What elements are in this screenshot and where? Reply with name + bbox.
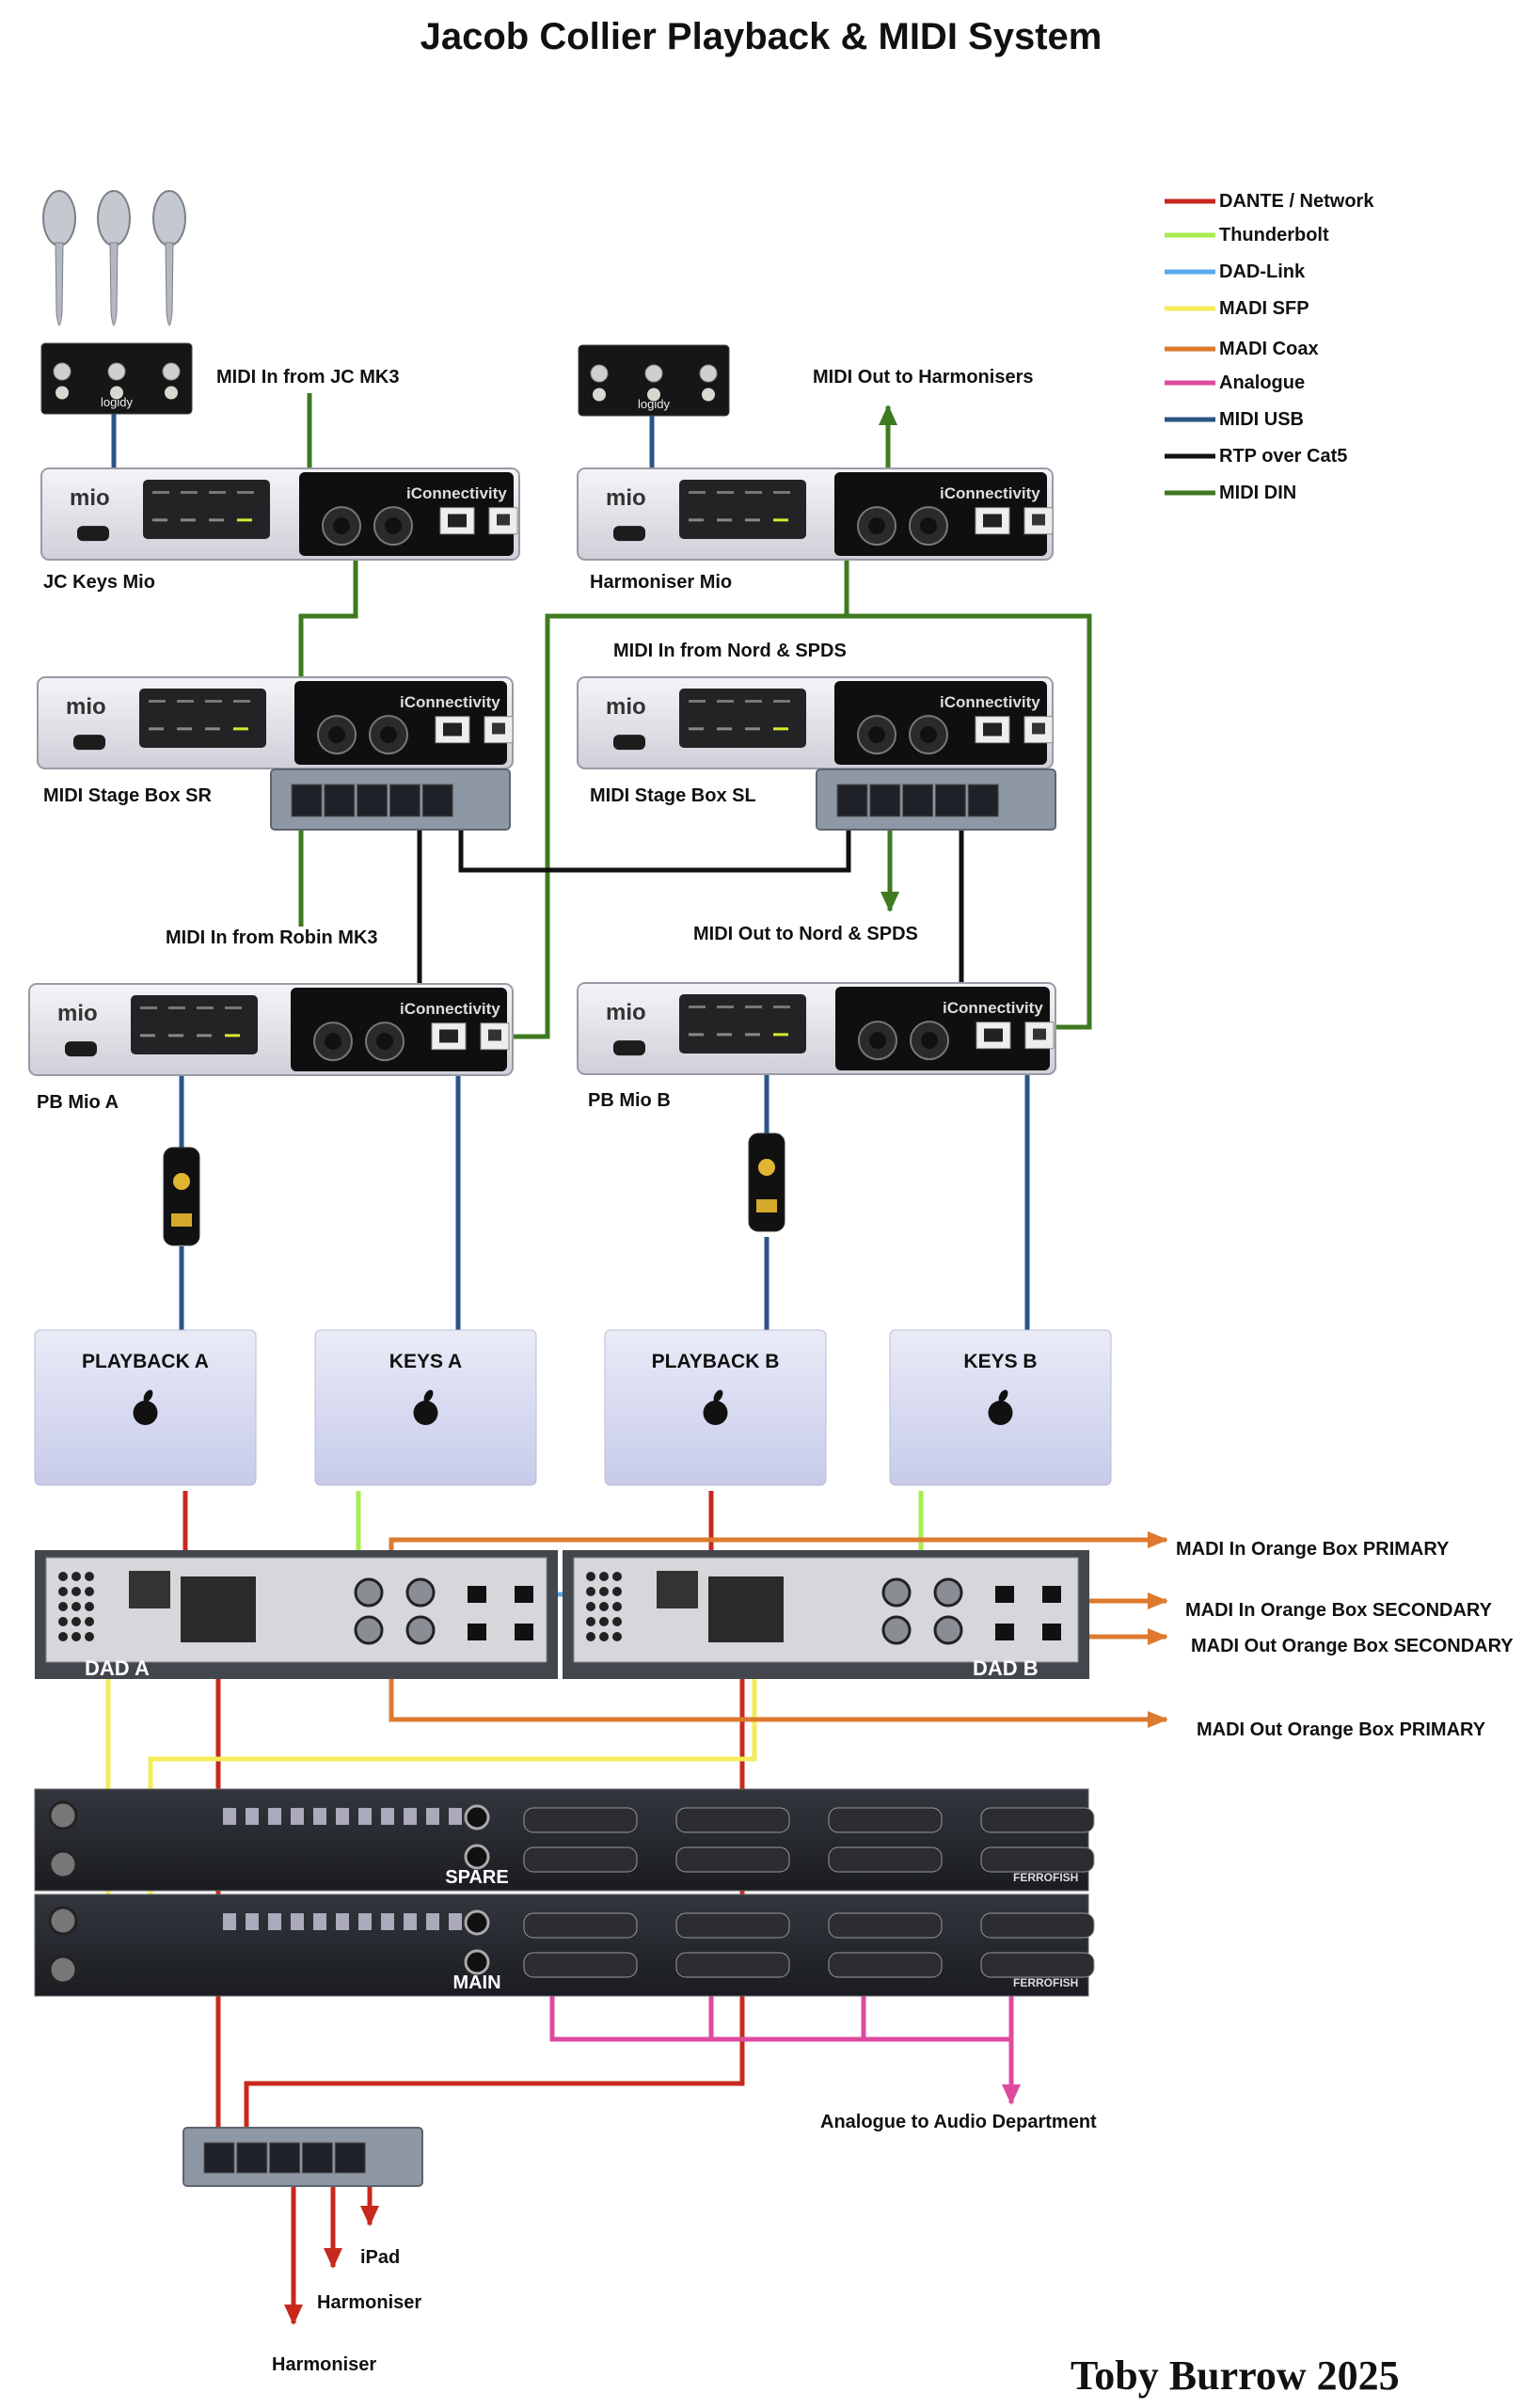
iconnectivity-logo: iConnectivity bbox=[400, 693, 500, 711]
ferrofish-unit-label: SPARE bbox=[445, 1867, 508, 1888]
legend-label: Analogue bbox=[1219, 372, 1305, 393]
spoon-3 bbox=[152, 190, 186, 326]
mio-logo: mio bbox=[606, 694, 646, 720]
mio-pb-a: mio iConnectivity bbox=[28, 983, 514, 1076]
legend-label: MIDI DIN bbox=[1219, 483, 1296, 503]
spoon-1 bbox=[42, 190, 76, 326]
rtp-cables bbox=[417, 800, 964, 992]
dad-label: DAD B bbox=[973, 1656, 1039, 1680]
label-harmoniser-1: Harmoniser bbox=[317, 2292, 421, 2313]
dad-label: DAD A bbox=[85, 1656, 150, 1680]
switch-sl bbox=[816, 768, 1056, 831]
dad-a: DAD A bbox=[35, 1550, 558, 1680]
legend-item: Thunderbolt bbox=[1165, 225, 1329, 246]
iconnectivity-logo: iConnectivity bbox=[406, 484, 507, 502]
label-midi-in-robin: MIDI In from Robin MK3 bbox=[166, 927, 378, 948]
mio-stage-box-sr: mio iConnectivity bbox=[37, 676, 514, 769]
dad-b: DAD B bbox=[563, 1550, 1089, 1680]
devices-layer: logidy logidy mio iConnectivity mio iConnecti… bbox=[28, 190, 1112, 2187]
label-pb-mio-b: PB Mio B bbox=[588, 1090, 671, 1111]
label-jc-keys-mio: JC Keys Mio bbox=[43, 572, 155, 593]
switch-sr bbox=[270, 768, 511, 831]
mio-usb-dongle-a bbox=[163, 1147, 200, 1246]
label-midi-out-nord: MIDI Out to Nord & SPDS bbox=[693, 924, 918, 944]
legend-label: Thunderbolt bbox=[1219, 225, 1329, 246]
signature: Toby Burrow 2025 bbox=[1071, 2353, 1400, 2399]
legend-label: DANTE / Network bbox=[1219, 191, 1374, 212]
legend-item: DANTE / Network bbox=[1165, 191, 1374, 212]
iconnectivity-logo: iConnectivity bbox=[400, 1000, 500, 1018]
label-stage-box-sr: MIDI Stage Box SR bbox=[43, 785, 212, 806]
label-madi-in-secondary: MADI In Orange Box SECONDARY bbox=[1185, 1600, 1493, 1621]
label-madi-out-secondary: MADI Out Orange Box SECONDARY bbox=[1191, 1636, 1514, 1656]
legend-item: MIDI DIN bbox=[1165, 483, 1296, 503]
mac-keys-b: KEYS B bbox=[889, 1329, 1112, 1486]
ferrofish-brand: FERROFISH bbox=[1013, 1871, 1078, 1884]
mac-playback-b: PLAYBACK B bbox=[604, 1329, 827, 1486]
apple-icon bbox=[133, 1401, 158, 1425]
mio-usb-dongle-b bbox=[748, 1133, 785, 1232]
mio-jc-keys: mio iConnectivity bbox=[40, 467, 520, 561]
mac-label: PLAYBACK B bbox=[652, 1351, 780, 1372]
label-madi-in-primary: MADI In Orange Box PRIMARY bbox=[1176, 1539, 1450, 1560]
iconnectivity-logo: iConnectivity bbox=[940, 484, 1040, 502]
iconnectivity-logo: iConnectivity bbox=[940, 693, 1040, 711]
legend-label: MADI Coax bbox=[1219, 339, 1319, 359]
label-pb-mio-a: PB Mio A bbox=[37, 1092, 119, 1113]
apple-icon bbox=[988, 1401, 1013, 1425]
label-midi-in-jc: MIDI In from JC MK3 bbox=[216, 367, 399, 388]
spoon-2 bbox=[97, 190, 131, 326]
legend-label: RTP over Cat5 bbox=[1219, 446, 1347, 467]
mio-harmoniser: mio iConnectivity bbox=[577, 467, 1054, 561]
apple-icon bbox=[703, 1401, 728, 1425]
logidy-pedal-jc: logidy bbox=[40, 342, 193, 415]
midi-usb-cables bbox=[111, 414, 1030, 1334]
mac-label: KEYS A bbox=[389, 1351, 462, 1372]
mio-logo: mio bbox=[606, 485, 646, 511]
analogue-cables bbox=[549, 1994, 1021, 2105]
ferrofish-main: MAIN FERROFISH bbox=[34, 1893, 1095, 1997]
mac-keys-a: KEYS A bbox=[314, 1329, 537, 1486]
logidy-pedal-harm: logidy bbox=[578, 344, 730, 417]
page-title: Jacob Collier Playback & MIDI System bbox=[420, 16, 1103, 57]
mac-label: KEYS B bbox=[963, 1351, 1037, 1372]
ferrofish-spare: SPARE FERROFISH bbox=[34, 1788, 1095, 1892]
legend-item: Analogue bbox=[1165, 372, 1305, 393]
apple-icon bbox=[413, 1401, 438, 1425]
label-stage-box-sl: MIDI Stage Box SL bbox=[590, 785, 756, 806]
mio-pb-b: mio iConnectivity bbox=[577, 982, 1056, 1075]
legend-item: DAD-Link bbox=[1165, 261, 1306, 282]
label-harmoniser-mio: Harmoniser Mio bbox=[590, 572, 732, 593]
legend-item: MADI Coax bbox=[1165, 339, 1319, 359]
logidy-logo: logidy bbox=[638, 397, 670, 411]
label-ipad: iPad bbox=[360, 2247, 400, 2268]
switch-bottom bbox=[182, 2127, 423, 2187]
legend-item: RTP over Cat5 bbox=[1165, 446, 1347, 467]
mio-logo: mio bbox=[66, 694, 106, 720]
logidy-logo: logidy bbox=[101, 395, 133, 409]
mac-label: PLAYBACK A bbox=[82, 1351, 209, 1372]
label-midi-out-harm: MIDI Out to Harmonisers bbox=[813, 367, 1033, 388]
legend-item: MIDI USB bbox=[1165, 409, 1304, 430]
label-madi-out-primary: MADI Out Orange Box PRIMARY bbox=[1197, 1719, 1486, 1740]
legend-label: DAD-Link bbox=[1219, 261, 1306, 282]
ferrofish-brand: FERROFISH bbox=[1013, 1976, 1078, 1989]
mac-playback-a: PLAYBACK A bbox=[34, 1329, 257, 1486]
iconnectivity-logo: iConnectivity bbox=[943, 999, 1043, 1017]
ferrofish-unit-label: MAIN bbox=[452, 1972, 500, 1993]
mio-logo: mio bbox=[57, 1001, 98, 1026]
label-harmoniser-2: Harmoniser bbox=[272, 2354, 376, 2375]
mio-logo: mio bbox=[70, 485, 110, 511]
legend-label: MADI SFP bbox=[1219, 298, 1309, 319]
mio-logo: mio bbox=[606, 1000, 646, 1025]
mio-stage-box-sl: mio iConnectivity bbox=[577, 676, 1054, 769]
label-analogue-out: Analogue to Audio Department bbox=[820, 2112, 1097, 2132]
label-midi-in-nord: MIDI In from Nord & SPDS bbox=[613, 641, 847, 661]
legend-label: MIDI USB bbox=[1219, 409, 1304, 430]
legend-item: MADI SFP bbox=[1165, 298, 1309, 319]
